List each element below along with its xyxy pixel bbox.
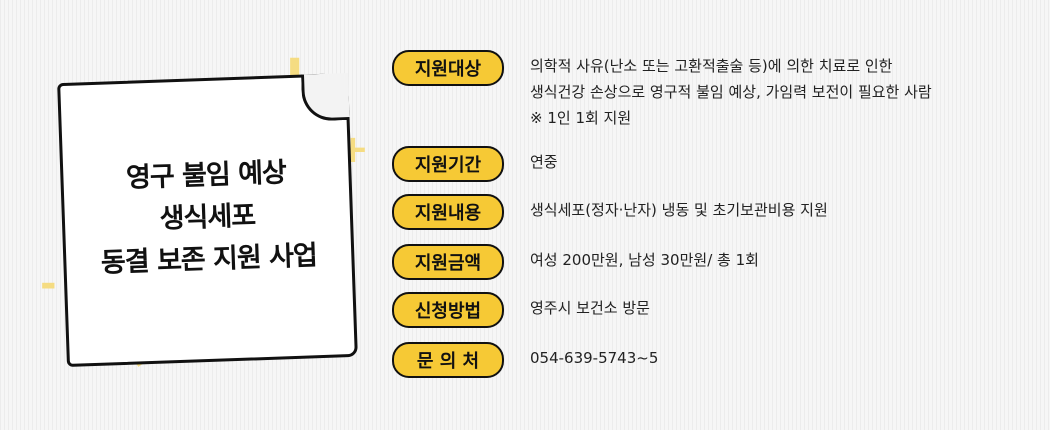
page-curl-icon [300, 73, 350, 122]
title-note-card: 영구 불임 예상 생식세포 동결 보존 지원 사업 [57, 73, 358, 367]
label-badge: 문 의 처 [392, 342, 504, 378]
info-row-period: 지원기간 연중 [392, 146, 558, 182]
value-line: 연중 [530, 153, 558, 171]
value-line: 여성 200만원, 남성 30만원/ 총 1회 [530, 251, 759, 269]
label-badge: 지원내용 [392, 194, 504, 230]
info-value: 영주시 보건소 방문 [530, 295, 650, 321]
info-row-contact: 문 의 처 054-639-5743~5 [392, 342, 658, 378]
value-line: 의학적 사유(난소 또는 고환적출술 등)에 의한 치료로 인한 [530, 57, 893, 75]
info-row-amount: 지원금액 여성 200만원, 남성 30만원/ 총 1회 [392, 244, 759, 280]
label-badge: 지원대상 [392, 50, 504, 86]
value-line: 생식세포(정자·난자) 냉동 및 초기보관비용 지원 [530, 201, 828, 219]
info-row-target: 지원대상 의학적 사유(난소 또는 고환적출술 등)에 의한 치료로 인한 생식… [392, 50, 932, 131]
value-line: 생식건강 손상으로 영구적 불임 예상, 가임력 보전이 필요한 사람 [530, 83, 932, 101]
label-badge: 지원금액 [392, 244, 504, 280]
info-row-method: 신청방법 영주시 보건소 방문 [392, 292, 650, 328]
value-line: ※ 1인 1회 지원 [530, 109, 632, 127]
label-badge: 지원기간 [392, 146, 504, 182]
dash-decoration-icon: - [40, 261, 57, 307]
info-value: 의학적 사유(난소 또는 고환적출술 등)에 의한 치료로 인한 생식건강 손상… [530, 53, 932, 131]
info-value: 연중 [530, 149, 558, 175]
info-value: 생식세포(정자·난자) 냉동 및 초기보관비용 지원 [530, 197, 828, 223]
value-line: 054-639-5743~5 [530, 349, 659, 367]
title-line: 동결 보존 지원 사업 [100, 240, 318, 279]
value-line: 영주시 보건소 방문 [530, 299, 650, 317]
info-row-content: 지원내용 생식세포(정자·난자) 냉동 및 초기보관비용 지원 [392, 194, 828, 230]
info-value: 054-639-5743~5 [530, 345, 658, 371]
info-value: 여성 200만원, 남성 30만원/ 총 1회 [530, 247, 759, 273]
program-title: 영구 불임 예상 생식세포 동결 보존 지원 사업 [63, 150, 352, 286]
label-badge: 신청방법 [392, 292, 504, 328]
